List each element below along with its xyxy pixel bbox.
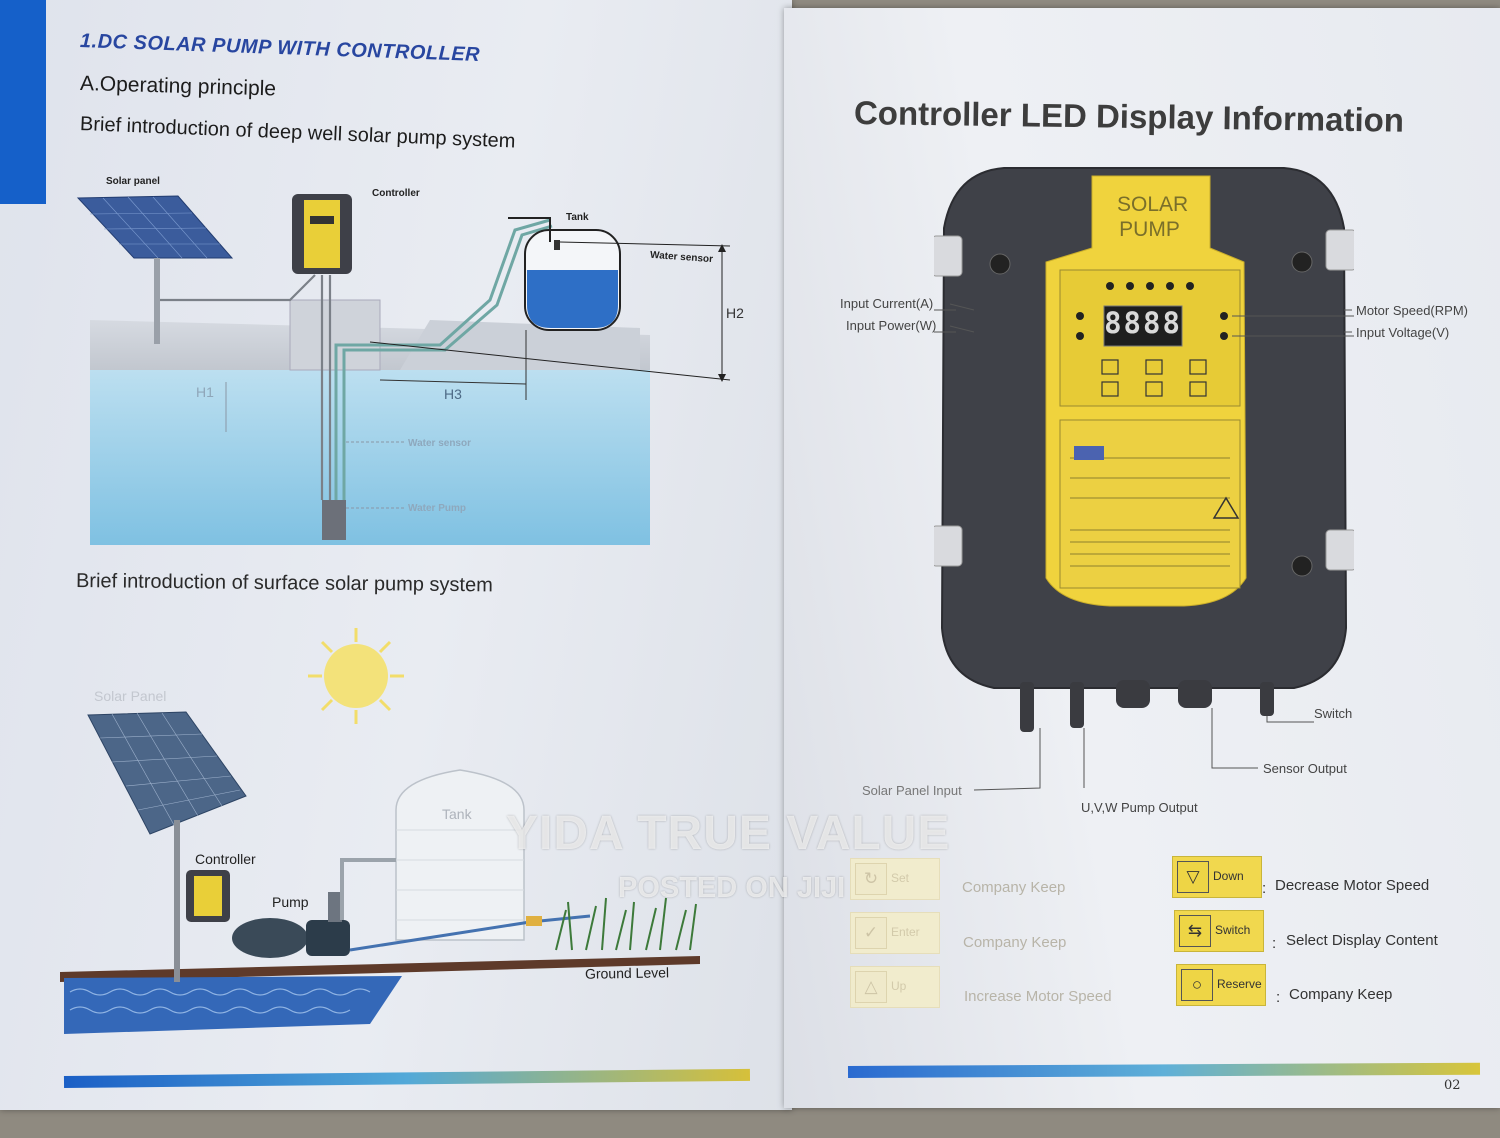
callout-input-power: Input Power(W) <box>846 318 937 333</box>
legend-reserve-button: ○ Reserve <box>1176 964 1266 1006</box>
well-water <box>90 370 650 545</box>
label-h1: H1 <box>196 384 214 400</box>
swap-arrows-icon: ⇆ <box>1179 915 1211 947</box>
left-page: 1.DC SOLAR PUMP WITH CONTROLLER A.Operat… <box>0 0 792 1110</box>
watermark-line1: YIDA TRUE VALUE <box>506 807 951 860</box>
label-surface-pump: Pump <box>272 894 309 910</box>
panel-pole <box>154 258 160 344</box>
legend-switch-description: Select Display Content <box>1286 932 1438 949</box>
tank-platform <box>400 320 640 370</box>
deep-well-diagram <box>76 194 731 545</box>
footer-gradient-bar <box>847 1062 1481 1078</box>
legend-up-button: △ Up <box>850 966 940 1008</box>
callout-lines <box>949 303 1352 791</box>
label-water-pump: Water Pump <box>408 503 466 514</box>
deep-well-intro-heading: Brief introduction of deep well solar pu… <box>79 113 516 153</box>
triangle-up-icon: △ <box>855 971 887 1003</box>
callout-switch: Switch <box>1314 706 1353 721</box>
device-logo-line2: PUMP <box>1119 218 1180 241</box>
accent-bar <box>0 0 46 204</box>
legend-enter-description: Company Keep <box>963 934 1067 951</box>
legend-set-button: ↻ Set <box>850 858 940 900</box>
page-number-right: 02 <box>1444 1078 1461 1093</box>
led-display: 8888 <box>1104 306 1182 340</box>
label-water-sensor-well: Water sensor <box>408 438 471 449</box>
surface-intro-heading: Brief introduction of surface solar pump… <box>75 570 493 597</box>
label-solar-panel: Solar panel <box>106 176 160 187</box>
solar-panel-shape <box>76 195 234 259</box>
subtitle: A.Operating principle <box>79 72 277 101</box>
label-ground-level: Ground Level <box>584 964 670 982</box>
label-h3: H3 <box>444 386 462 402</box>
sun-icon <box>308 628 404 724</box>
label-surface-solar-panel: Solar Panel <box>94 688 167 704</box>
footer-gradient-bar <box>63 1068 751 1088</box>
legend-switch-button: ⇆ Switch <box>1174 910 1264 952</box>
legend-set-description: Company Keep <box>962 879 1066 896</box>
label-surface-tank: Tank <box>442 806 472 822</box>
legend-reserve-description: Company Keep <box>1289 986 1393 1003</box>
label-tank: Tank <box>566 212 589 223</box>
triangle-down-icon: ▽ <box>1177 861 1209 893</box>
device-logo-line1: SOLAR <box>1117 193 1189 216</box>
callout-input-voltage: Input Voltage(V) <box>1356 325 1450 340</box>
check-icon: ✓ <box>855 917 887 949</box>
device-logo: SOLAR PUMP <box>1117 192 1189 242</box>
right-page: Controller LED Display Information <box>784 8 1500 1108</box>
callout-pump-output: U,V,W Pump Output <box>1081 800 1198 815</box>
colon: : <box>1272 935 1277 952</box>
label-surface-controller: Controller <box>195 851 256 867</box>
watermark-line2: POSTED ON JIJI <box>618 872 846 904</box>
section-title: 1.DC SOLAR PUMP WITH CONTROLLER <box>79 30 481 66</box>
colon: : <box>1262 880 1267 897</box>
colon: : <box>1276 989 1281 1006</box>
callout-solar-panel-input: Solar Panel Input <box>862 783 962 798</box>
label-controller: Controller <box>372 188 420 199</box>
refresh-icon: ↻ <box>855 863 887 895</box>
callout-motor-speed: Motor Speed(RPM) <box>1356 303 1468 318</box>
legend-up-description: Increase Motor Speed <box>964 988 1112 1005</box>
label-h2: H2 <box>726 305 744 321</box>
legend-down-description: Decrease Motor Speed <box>1275 877 1430 894</box>
legend-enter-button: ✓ Enter <box>850 912 940 954</box>
circle-icon: ○ <box>1181 969 1213 1001</box>
callout-input-current: Input Current(A) <box>840 296 934 311</box>
controller-device-illustration <box>934 167 1354 732</box>
legend-down-button: ▽ Down <box>1172 856 1262 898</box>
callout-sensor-output: Sensor Output <box>1263 761 1347 776</box>
surface-diagram <box>60 628 700 1034</box>
